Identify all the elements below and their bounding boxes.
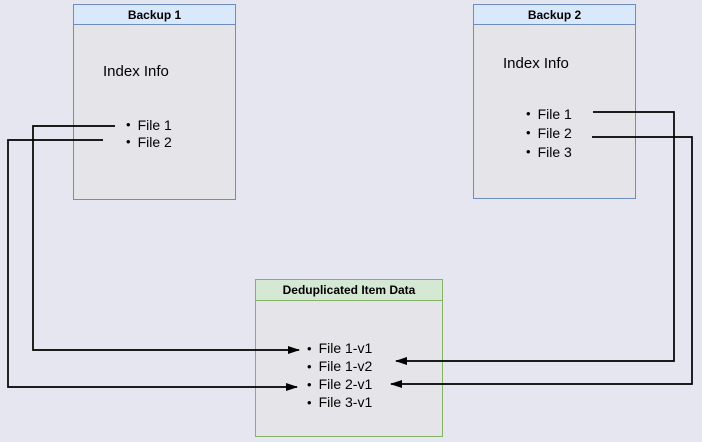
list-item: • File 1-v2 — [307, 357, 372, 375]
backup1-header: Backup 1 — [74, 5, 235, 25]
list-item: • File 2-v1 — [307, 375, 372, 393]
bullet-icon: • — [307, 394, 312, 410]
dedup-title: Deduplicated Item Data — [282, 283, 416, 297]
list-item: • File 1-v1 — [307, 339, 372, 357]
backup2-file-list: • File 1 • File 2 • File 3 — [526, 104, 572, 161]
bullet-icon: • — [526, 144, 531, 159]
deduplicated-item-data-box: Deduplicated Item Data • File 1-v1 • Fil… — [255, 279, 443, 437]
list-item: • File 1 — [526, 104, 572, 123]
list-item: • File 2 — [126, 133, 172, 150]
file-label: File 2-v1 — [318, 376, 373, 392]
backup2-title: Backup 2 — [527, 7, 582, 22]
bullet-icon: • — [126, 117, 131, 132]
file-label: File 1 — [537, 105, 572, 122]
file-label: File 3 — [537, 143, 572, 160]
dedup-header: Deduplicated Item Data — [256, 280, 442, 301]
backup2-header: Backup 2 — [474, 5, 635, 25]
list-item: • File 1 — [126, 116, 172, 133]
list-item: • File 2 — [526, 123, 572, 142]
bullet-icon: • — [526, 125, 531, 140]
backup2-box: Backup 2 Index Info • File 1 • File 2 • … — [473, 4, 636, 199]
dedup-file-list: • File 1-v1 • File 1-v2 • File 2-v1 • Fi… — [307, 339, 372, 411]
backup2-index-info-label: Index Info — [503, 55, 569, 72]
file-label: File 2 — [537, 124, 572, 141]
bullet-icon: • — [307, 358, 312, 374]
file-label: File 1-v1 — [318, 340, 373, 356]
file-label: File 3-v1 — [318, 394, 373, 410]
file-label: File 2 — [137, 133, 172, 150]
backup1-index-info-label: Index Info — [103, 63, 169, 80]
bullet-icon: • — [126, 134, 131, 149]
list-item: • File 3-v1 — [307, 393, 372, 411]
file-label: File 1 — [137, 116, 172, 133]
bullet-icon: • — [307, 376, 312, 392]
backup1-box: Backup 1 Index Info • File 1 • File 2 — [73, 4, 236, 200]
backup1-file-list: • File 1 • File 2 — [126, 116, 172, 150]
backup1-title: Backup 1 — [127, 7, 182, 22]
list-item: • File 3 — [526, 142, 572, 161]
bullet-icon: • — [307, 340, 312, 356]
bullet-icon: • — [526, 106, 531, 121]
file-label: File 1-v2 — [318, 358, 373, 374]
